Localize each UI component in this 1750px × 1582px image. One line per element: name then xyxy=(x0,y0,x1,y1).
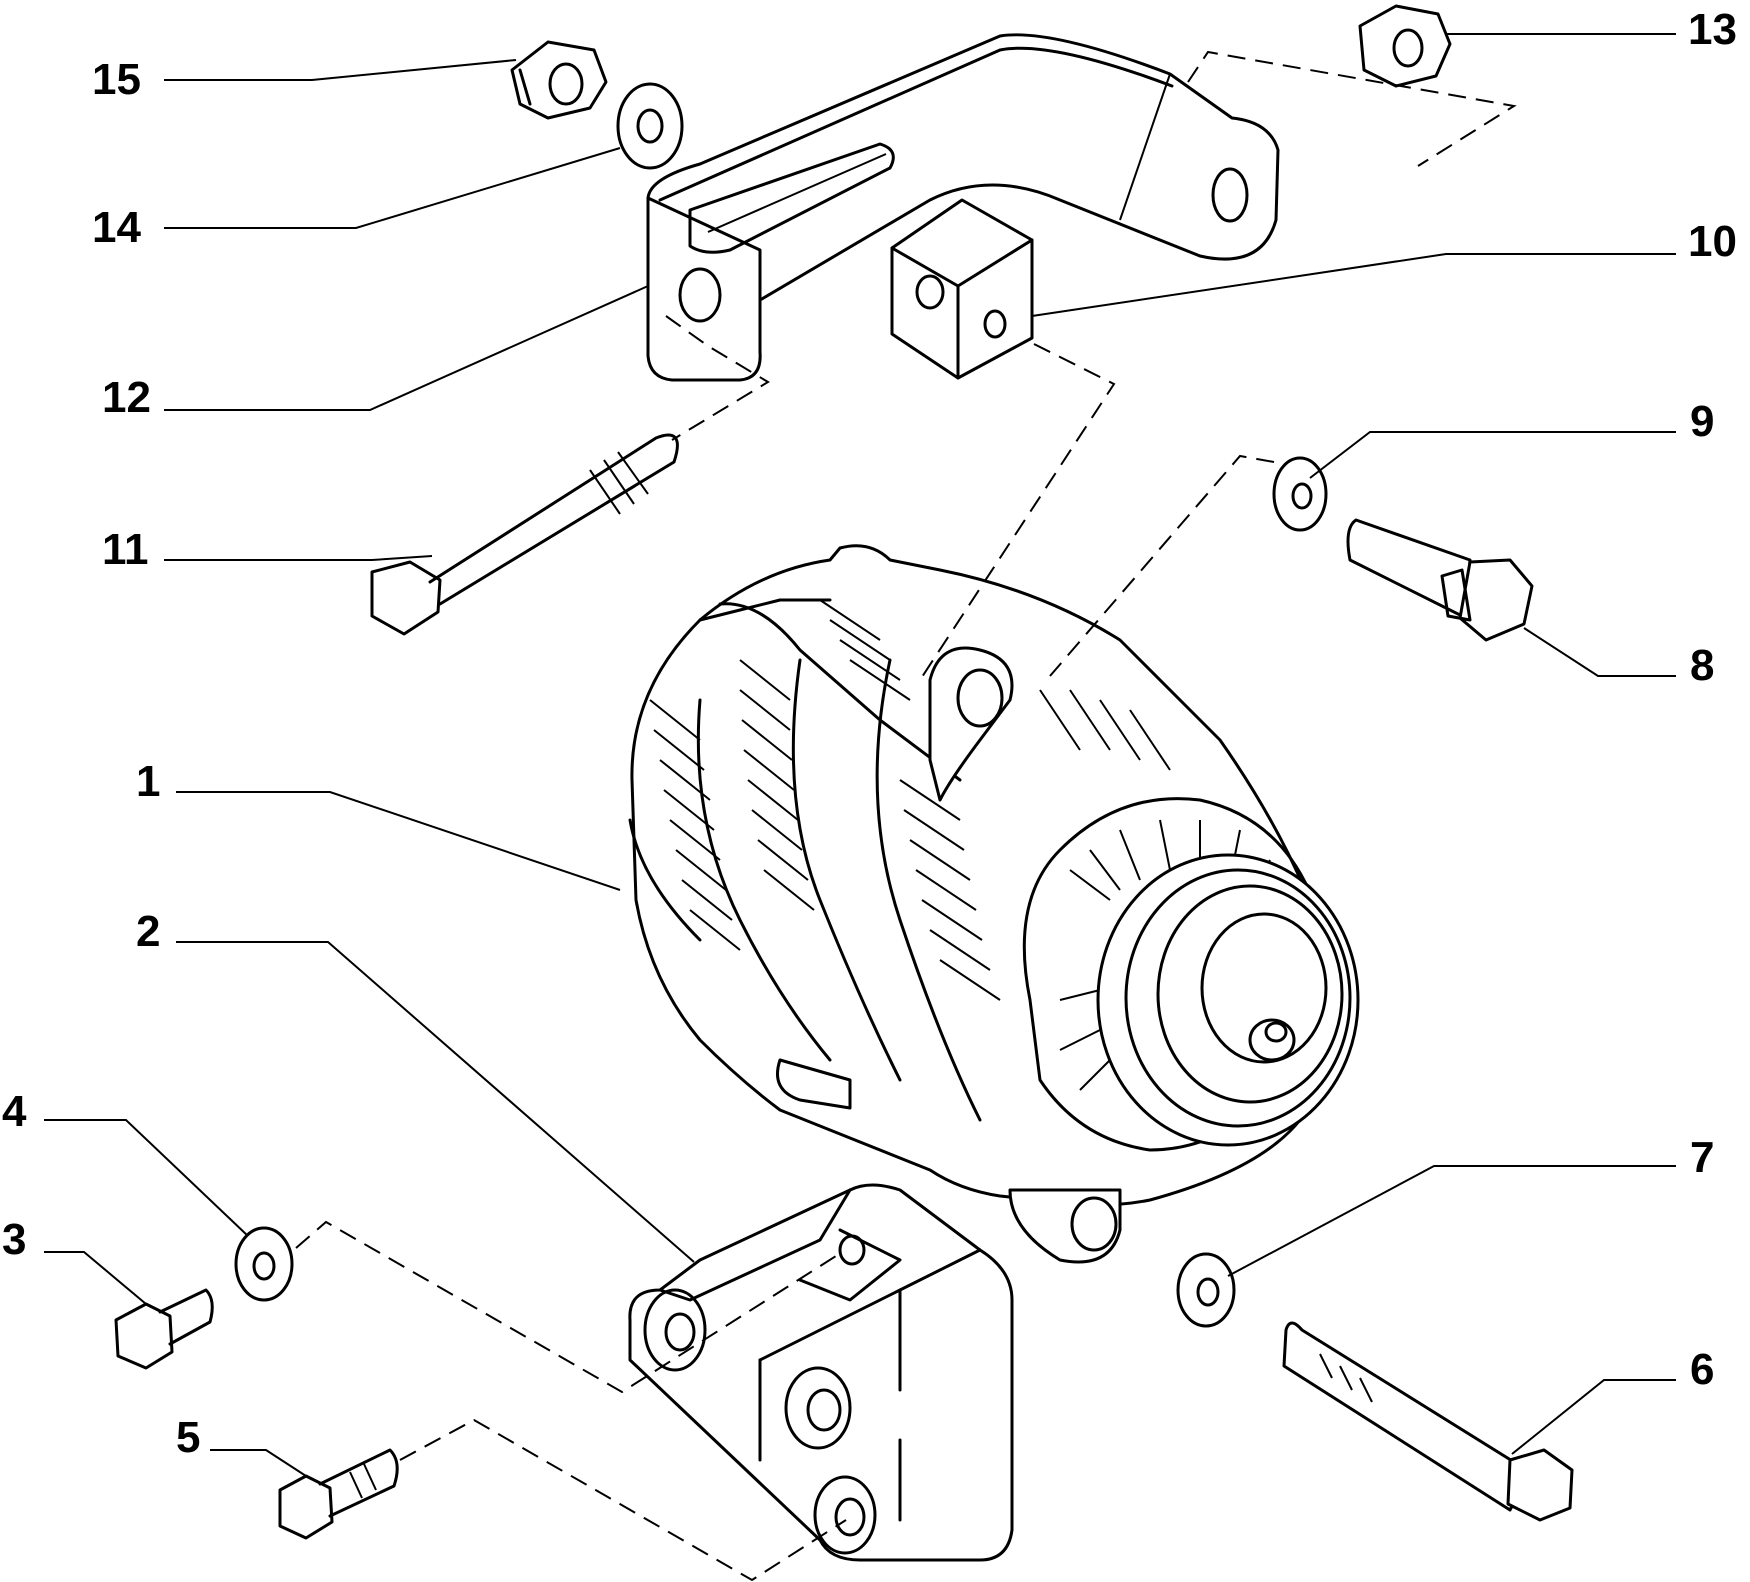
callout-7: 7 xyxy=(1690,1133,1714,1182)
long-bolt-6 xyxy=(1282,1321,1574,1522)
upper-bracket xyxy=(646,33,1280,382)
alternator xyxy=(628,544,1360,1264)
leader-9 xyxy=(1309,431,1676,479)
leader-11 xyxy=(164,555,433,561)
lower-bracket xyxy=(628,1183,1014,1562)
washer-9 xyxy=(1272,456,1328,532)
leader-8 xyxy=(1523,627,1676,677)
callout-4: 4 xyxy=(2,1087,27,1136)
washer-14 xyxy=(616,82,684,170)
callout-1: 1 xyxy=(136,757,160,806)
callout-10: 10 xyxy=(1688,217,1737,266)
leader-3 xyxy=(44,1251,147,1305)
callout-8: 8 xyxy=(1690,641,1714,690)
callout-15: 15 xyxy=(92,55,141,104)
leader-2 xyxy=(176,941,695,1263)
assembly-lines xyxy=(295,50,1517,1582)
leader-5 xyxy=(210,1449,307,1477)
leader-10 xyxy=(1031,253,1676,317)
callout-5: 5 xyxy=(176,1413,200,1462)
callout-9: 9 xyxy=(1690,397,1714,446)
callout-3: 3 xyxy=(2,1215,26,1264)
leader-12 xyxy=(164,285,649,411)
bolt-3 xyxy=(114,1288,214,1370)
leader-15 xyxy=(164,59,517,81)
flange-nut-15 xyxy=(510,40,608,120)
callout-2: 2 xyxy=(136,907,160,956)
callout-14: 14 xyxy=(92,203,141,252)
leader-7 xyxy=(1227,1165,1676,1277)
leader-4 xyxy=(44,1119,249,1237)
spacer-block xyxy=(890,198,1034,380)
cooling-slots-left xyxy=(649,599,911,951)
callout-13: 13 xyxy=(1688,5,1737,54)
leader-lines xyxy=(44,33,1676,1477)
leader-1 xyxy=(176,791,621,891)
callout-labels: 15 14 13 10 12 9 11 8 1 2 4 3 7 5 6 xyxy=(2,5,1737,1462)
leader-6 xyxy=(1511,1379,1676,1455)
bolt-8 xyxy=(1346,518,1534,642)
callout-11: 11 xyxy=(102,525,149,574)
callout-12: 12 xyxy=(102,373,151,422)
bolt-5 xyxy=(278,1448,399,1540)
callout-6: 6 xyxy=(1690,1345,1714,1394)
leader-14 xyxy=(164,147,621,229)
cooling-slots-right xyxy=(899,689,1171,1001)
washer-4 xyxy=(234,1226,294,1302)
washer-7 xyxy=(1176,1252,1236,1328)
flange-nut-13 xyxy=(1358,4,1452,88)
long-bolt-11 xyxy=(370,433,679,636)
